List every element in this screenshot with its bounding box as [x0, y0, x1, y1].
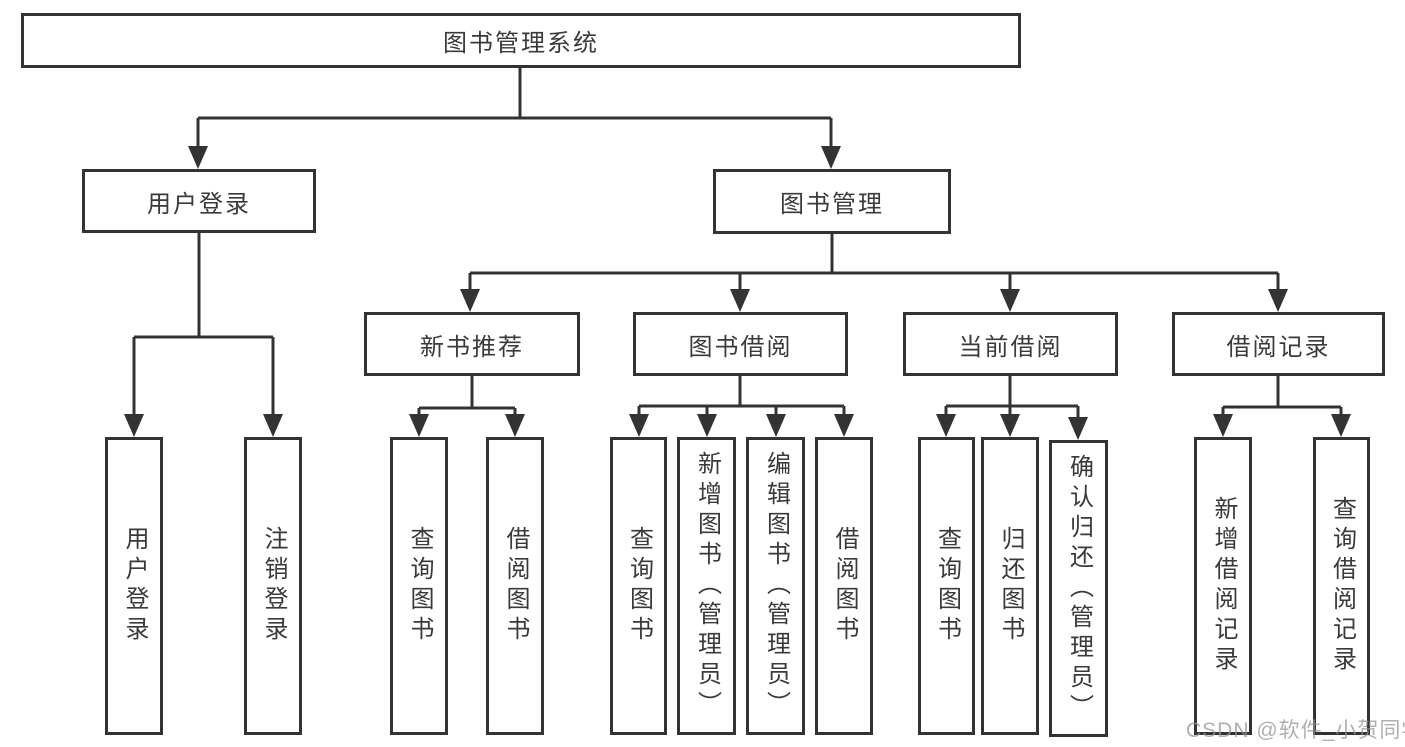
leaf-current-confirm-return-admin: 确认归还（管理员） — [1049, 440, 1108, 737]
leaf-borrowing-borrow-books: 借阅图书 — [815, 437, 873, 735]
leaf-recommend-query-books: 查询图书 — [390, 437, 448, 735]
leaf-records-add-borrow-record: 新增借阅记录 — [1194, 437, 1252, 735]
node-book-borrowing: 图书借阅 — [633, 312, 848, 376]
leaf-user-login: 用户登录 — [105, 437, 163, 735]
node-borrowing-records: 借阅记录 — [1172, 312, 1385, 376]
leaf-borrowing-edit-books-admin: 编辑图书（管理员） — [746, 437, 805, 735]
leaf-borrowing-add-books-admin: 新增图书（管理员） — [677, 437, 736, 735]
leaf-logout: 注销登录 — [244, 437, 302, 735]
node-book-management: 图书管理 — [713, 169, 951, 234]
leaf-recommend-borrow-books: 借阅图书 — [486, 437, 544, 735]
csdn-watermark: CSDN @软件_小贺同学 — [1186, 719, 1405, 742]
leaf-records-query-borrow-record: 查询借阅记录 — [1313, 437, 1370, 735]
leaf-current-return-books: 归还图书 — [981, 437, 1039, 735]
node-new-book-recommendation: 新书推荐 — [364, 312, 580, 376]
leaf-current-query-books: 查询图书 — [918, 437, 975, 735]
node-user-login: 用户登录 — [82, 169, 316, 233]
node-root-library-management-system: 图书管理系统 — [21, 13, 1021, 68]
arrowheads — [124, 146, 1351, 440]
leaf-borrowing-query-books: 查询图书 — [610, 437, 667, 735]
node-current-borrowing: 当前借阅 — [903, 312, 1118, 376]
